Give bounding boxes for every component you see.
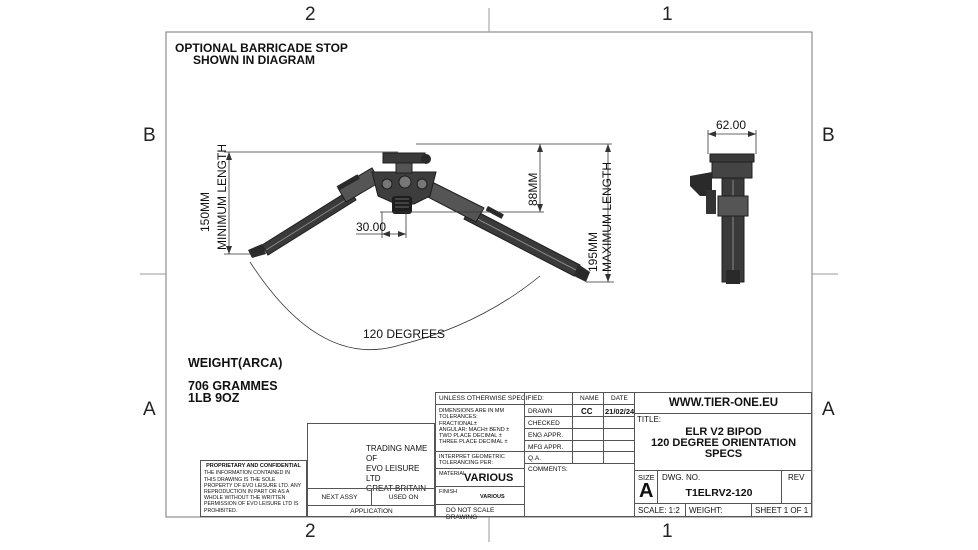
title-line1: ELR V2 BIPOD (685, 426, 762, 438)
weight-pounds: 1LB 9OZ (188, 391, 240, 405)
dwg-label: DWG. NO. (662, 473, 701, 482)
drawn-name: CC (581, 407, 593, 416)
proprietary-title: PROPRIETARY AND CONFIDENTIAL (206, 463, 301, 469)
used-on-label: USED ON (388, 494, 419, 501)
sheet: SHEET 1 OF 1 (755, 506, 809, 515)
tolerance-list: DIMENSIONS ARE IN MM TOLERANCES: FRACTIO… (439, 408, 509, 446)
date-header: DATE (611, 395, 628, 402)
zone-label-bottom-left: 2 (305, 521, 316, 542)
zone-label-bottom-right: 1 (662, 521, 673, 542)
trading-line2: EVO LEISURE LTD (366, 464, 420, 483)
drawn-label: DRAWN (528, 408, 553, 415)
qa-label: Q.A. (528, 455, 542, 462)
weight-heading: WEIGHT(ARCA) (188, 356, 283, 370)
weight-field: WEIGHT: (689, 506, 723, 515)
zone-label-right-b: B (822, 125, 835, 146)
angular: ANGULAR: MACH± BEND ± (439, 426, 510, 433)
rev-label: REV (788, 473, 805, 482)
checked-label: CHECKED (528, 420, 560, 427)
material-label: MATERIAL (439, 471, 467, 477)
bipod-body (371, 152, 437, 214)
proprietary-body: THE INFORMATION CONTAINED IN THIS DRAWIN… (204, 470, 302, 514)
zone-label-left-a: A (143, 399, 156, 420)
dim-side-width: 62.00 (716, 118, 747, 132)
drawn-date: 21/02/24 (605, 407, 635, 416)
dim-angle: 120 DEGREES (363, 327, 446, 341)
title-block: WWW.TIER-ONE.EU TITLE: ELR V2 BIPOD 120 … (634, 392, 812, 517)
tolerances-label: TOLERANCES: (439, 414, 478, 421)
website: WWW.TIER-ONE.EU (668, 397, 779, 409)
name-header: NAME (580, 395, 599, 402)
side-view-bipod (690, 153, 755, 284)
zone-label-left-b: B (143, 125, 156, 146)
application-label: APPLICATION (350, 508, 393, 515)
drawing-title: ELR V2 BIPOD 120 DEGREE ORIENTATION SPEC… (635, 427, 812, 460)
barricade-note-line2: SHOWN IN DIAGRAM (193, 53, 315, 67)
fractional: FRACTIONAL± (439, 420, 477, 427)
size-value: A (639, 480, 654, 502)
zone-label-top-left: 2 (305, 4, 316, 25)
eng-appr-label: ENG APPR. (528, 432, 564, 439)
zone-label-right-a: A (822, 399, 835, 420)
application-cell: APPLICATION (307, 505, 436, 517)
title-line3: SPECS (704, 448, 743, 460)
three-place: THREE PLACE DECIMAL ± (439, 439, 508, 446)
no-scale-note: DO NOT SCALE DRAWING (446, 507, 495, 521)
title-label: TITLE: (637, 415, 662, 424)
trading-line1: TRADING NAME OF (366, 444, 428, 463)
trading-text: TRADING NAME OF EVO LEISURE LTD GREAT BR… (366, 444, 434, 494)
left-leg (248, 167, 381, 258)
title-line2: 120 DEGREE ORIENTATION (650, 437, 797, 449)
dim-arrowheads (226, 144, 611, 282)
unless-specified: UNLESS OTHERWISE SPECIFIED: (439, 395, 544, 402)
zone-label-top-right: 1 (662, 4, 673, 25)
two-place: TWO PLACE DECIMAL ± (439, 433, 502, 440)
mfg-appr-label: MFG APPR. (528, 444, 564, 451)
angle-arc (249, 261, 541, 351)
finish-label: FINISH (439, 489, 458, 495)
used-on-cell: USED ON (371, 488, 436, 506)
tolerance-box: UNLESS OTHERWISE SPECIFIED: DIMENSIONS A… (435, 392, 544, 521)
finish-value: VARIOUS (480, 494, 505, 500)
trading-box: TRADING NAME OF EVO LEISURE LTD GREAT BR… (307, 423, 436, 517)
comments-label: COMMENTS: (528, 466, 568, 473)
next-assy-cell: NEXT ASSY (307, 488, 372, 506)
interpret-geometric: INTERPRET GEOMETRIC TOLERANCING PER: (439, 454, 505, 467)
material-value: VARIOUS (464, 472, 514, 484)
proprietary-box: PROPRIETARY AND CONFIDENTIAL THE INFORMA… (200, 460, 307, 517)
dwg-number: T1ELRV2-120 (685, 487, 753, 499)
dims-mm: DIMENSIONS ARE IN MM (439, 408, 505, 414)
weight-grammes: 706 GRAMMES (188, 379, 278, 393)
next-assy-label: NEXT ASSY (321, 494, 358, 501)
barricade-note-line1: OPTIONAL BARRICADE STOP (175, 41, 348, 55)
dim-foot-width: 30.00 (356, 220, 387, 234)
front-dimensions (224, 143, 614, 351)
scale: SCALE: 1:2 (638, 506, 680, 515)
size-label: SIZE (638, 473, 655, 482)
approvals-box: NAME DATE DRAWN CC 21/02/24 CHECKED ENG … (524, 392, 635, 517)
